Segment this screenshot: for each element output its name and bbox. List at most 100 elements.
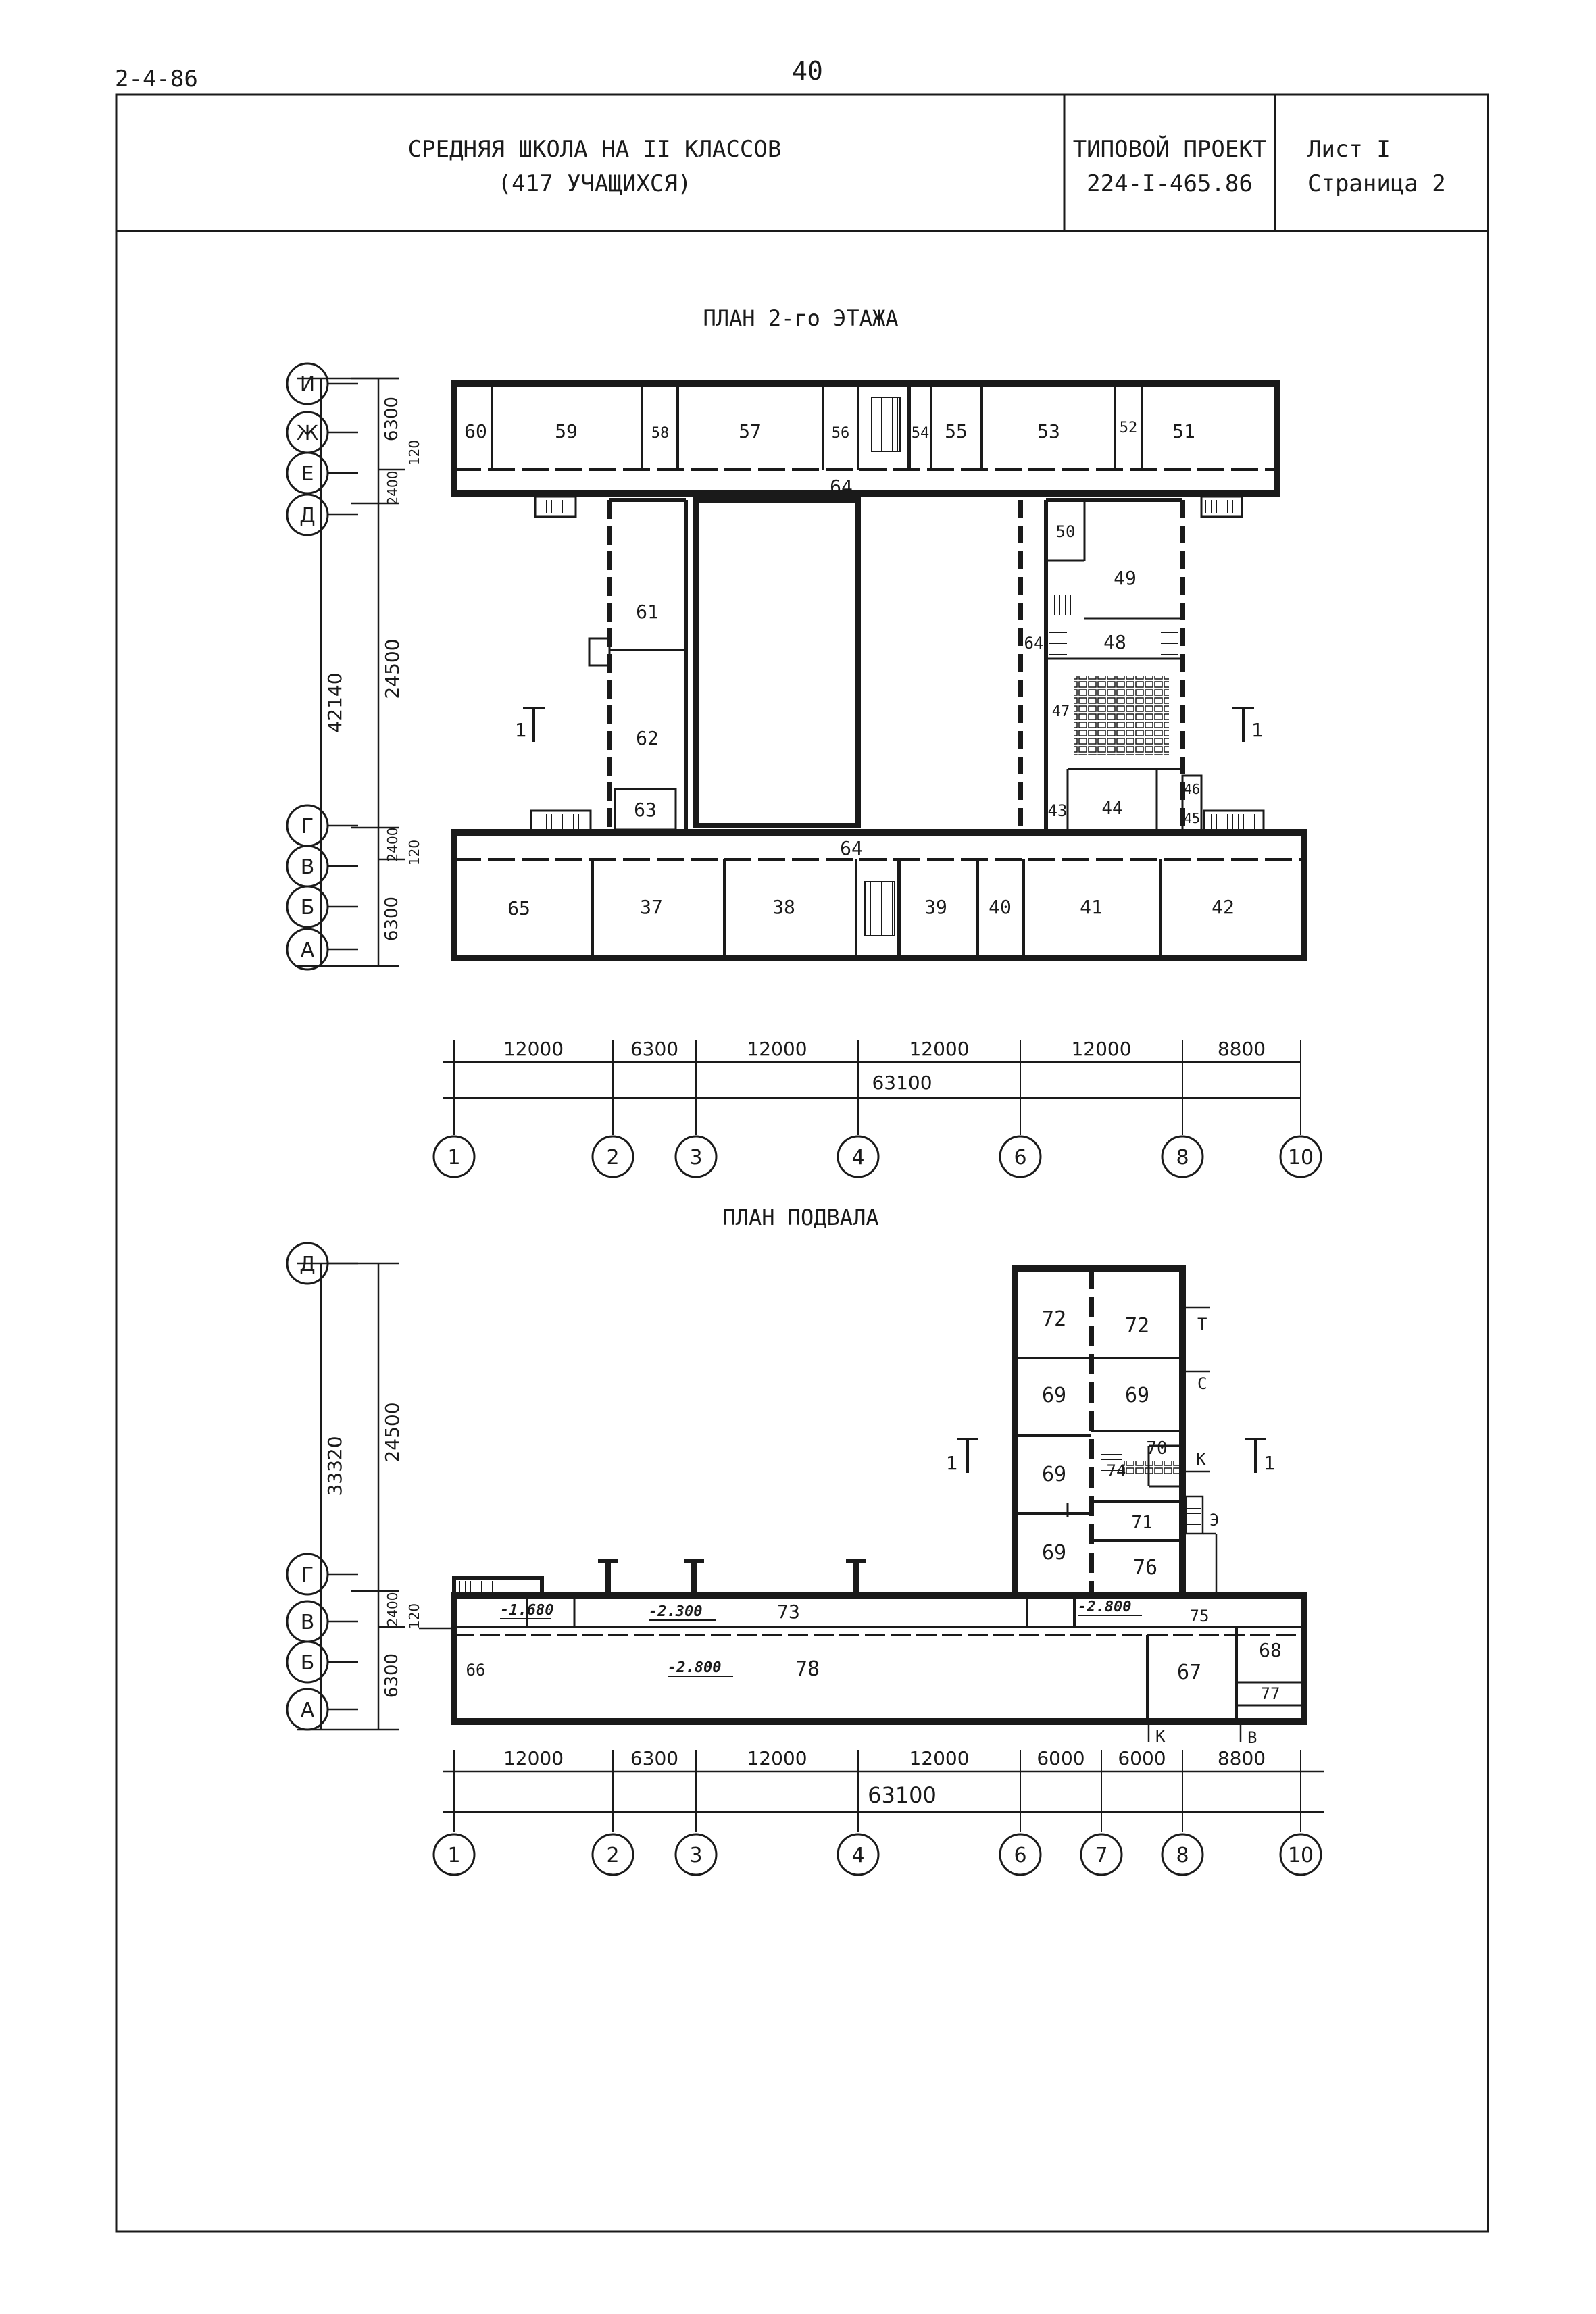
room-49: 49 [1114,567,1137,589]
inlet-arrows [419,1306,1242,1742]
basement-stair-east [1187,1501,1201,1530]
basement-equipment-70 [1122,1461,1179,1474]
basement-col-4: 6 [999,1833,1042,1876]
plan2-dim-bottom-small: 120 [406,840,422,865]
basement-section-right: 1 [1264,1452,1276,1474]
plan2-dim-top-mid: 2400 [384,471,401,505]
project-line2: 224-I-465.86 [1087,170,1253,197]
plan2-axis-3-label: Д [299,504,315,528]
room-61: 61 [636,601,659,623]
basement-stair-west [459,1581,493,1593]
plan2-dim-5: 8800 [1218,1038,1266,1060]
basement-col-0: 1 [432,1833,476,1876]
plan2-section-right: 1 [1251,719,1264,741]
level-3: -2.800 [668,1659,721,1676]
stair-48a [1049,628,1067,655]
basement-col-4-circle [999,1833,1042,1876]
stair-north [871,397,901,452]
basement-walls [451,1265,1307,1725]
plan2-dim-3: 12000 [909,1038,969,1060]
stair-49 [1054,595,1074,615]
room-59: 59 [555,420,578,443]
room-63: 63 [634,799,657,821]
plan2-col-4-label: 6 [1014,1146,1026,1169]
plan2-axis-4-label: Г [301,815,314,838]
basement-col-5-label: 7 [1095,1844,1107,1867]
title-line1: СРЕДНЯЯ ШКОЛА НА II КЛАССОВ [408,136,782,163]
room-55: 55 [945,420,968,443]
basement-col-6-circle [1161,1833,1204,1876]
plan2-left-dimension-lines [297,377,405,967]
basement-dim-middle: 24500 [381,1402,403,1462]
basement-dim-5: 6000 [1118,1747,1166,1769]
plan2-walls [451,380,1307,961]
basement-dim-total-width: 63100 [868,1782,937,1808]
plan2-col-3-label: 4 [851,1146,864,1169]
basement-axis-1-label: Г [301,1563,314,1587]
basement-col-1-label: 2 [606,1844,619,1867]
basement-section-marks [957,1438,1266,1473]
room-53: 53 [1037,420,1060,443]
room-50: 50 [1056,522,1076,541]
plan2-axis-5-label: В [301,855,315,879]
inlet-e: Э [1210,1511,1219,1530]
basement-axis-0-label: Д [299,1253,315,1276]
inlet-k2: К [1155,1727,1166,1746]
inlet-t: Т [1197,1315,1207,1334]
basement-dim-1: 6300 [630,1747,678,1769]
plan2-col-4: 6 [999,1135,1042,1178]
plan2-axis-2-label: Е [301,462,314,486]
room-65: 65 [507,897,530,920]
room-51: 51 [1172,420,1195,443]
basement-col-0-circle [432,1833,476,1876]
basement-axis-3-label: Б [301,1651,315,1675]
room-75: 75 [1190,1607,1210,1626]
room-64-east: 64 [1024,634,1044,653]
room-62: 62 [636,727,659,749]
stair-nw [539,500,573,513]
basement-col-7-circle [1279,1833,1322,1876]
plan2-dim-2: 12000 [747,1038,807,1060]
basement-dim-0: 12000 [503,1747,564,1769]
room-45: 45 [1184,810,1200,826]
plan2-dim-total: 42140 [324,672,346,732]
plan2-col-0-label: 1 [447,1146,460,1169]
stair-west [537,814,588,829]
sheet-line1: Лист I [1307,136,1391,163]
sheet-line2: Страница 2 [1307,170,1446,197]
plan2-axis-1-label: Ж [297,422,318,445]
stair-east [1210,814,1260,829]
room-52: 52 [1120,420,1138,436]
room-74: 74 [1107,1461,1126,1480]
stair-48b [1161,628,1178,655]
level-underlines [500,1615,1142,1677]
plan2-section-left: 1 [515,719,527,741]
basement-dim-3: 12000 [909,1747,969,1769]
basement-col-3-label: 4 [851,1844,864,1867]
plan2-col-2-label: 3 [689,1146,702,1169]
plan2-col-1-label: 2 [606,1146,619,1169]
room-57: 57 [739,420,762,443]
basement-dim-bottom: 6300 [382,1653,402,1698]
plan2-col-1-circle [591,1135,634,1178]
basement-col-1: 2 [591,1833,634,1876]
level-4: -2.800 [1078,1599,1131,1615]
plan2-col-5: 8 [1161,1135,1204,1178]
plan2-col-2: 3 [674,1135,718,1178]
basement-left-dimension-lines [297,1262,405,1731]
plan2-col-3-circle [837,1135,880,1178]
plan2-col-6-circle [1279,1135,1322,1178]
room-46: 46 [1184,781,1200,797]
level-1: -1.680 [500,1602,553,1619]
auditorium-seats [1074,676,1169,755]
basement-col-3-circle [837,1833,880,1876]
plan2-axis-0-label: И [300,373,315,397]
room-58: 58 [651,425,670,442]
basement-section-left: 1 [946,1452,958,1474]
inlet-c: С [1197,1374,1207,1393]
basement-dim-4: 6000 [1037,1747,1084,1769]
plan2-dim-middle: 24500 [381,638,403,699]
room-69-4: 69 [1042,1541,1066,1565]
